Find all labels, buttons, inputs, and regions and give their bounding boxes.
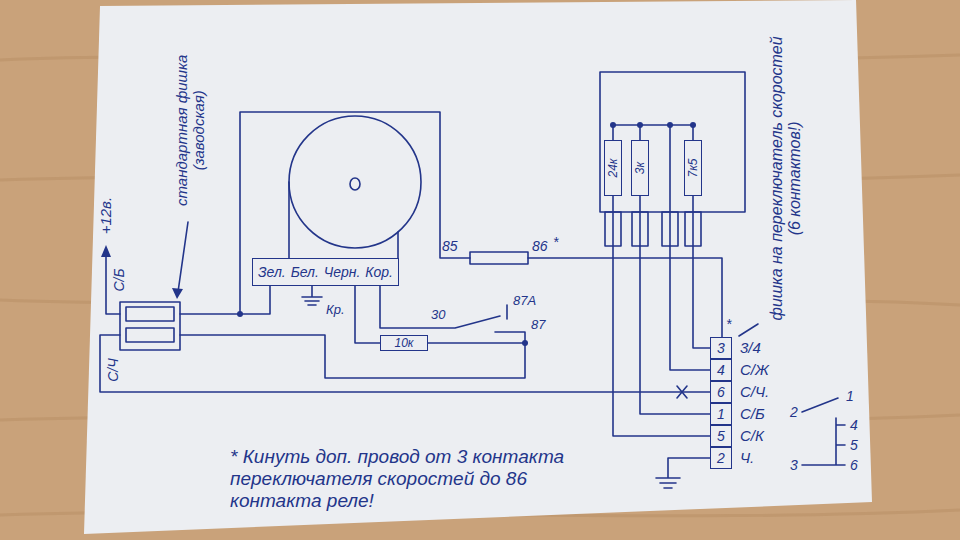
- pin-number: 87: [531, 318, 545, 333]
- junction-dot: [610, 122, 616, 128]
- switch-contact: 4: [850, 417, 858, 433]
- connector-pin: 1: [710, 403, 732, 425]
- ground-symbol: [302, 286, 322, 305]
- note-text: * Кинуть доп. провод от 3 контакта перек…: [230, 446, 610, 512]
- resistor-symbol: 3к: [631, 140, 649, 196]
- wire: [180, 332, 525, 378]
- pin-number: 30: [431, 308, 445, 323]
- leader-line: [178, 222, 188, 292]
- wire-connector: [613, 196, 710, 436]
- junction-dot: [237, 311, 243, 317]
- junction-dot: [522, 340, 528, 346]
- node-text: 1: [717, 406, 725, 422]
- wire-label: Ч.: [740, 449, 754, 466]
- switch-symbol: [802, 418, 845, 465]
- wire-label: С/Б: [111, 262, 127, 298]
- switch-symbol: [802, 398, 838, 412]
- relay-contact: [380, 286, 500, 328]
- wire: [240, 112, 470, 314]
- connector-note: фишка на переключатель скоростей (6 конт…: [768, 28, 805, 328]
- wire: [428, 342, 525, 344]
- junction-dot: [637, 122, 643, 128]
- connector-note: стандартная фишка (заводская): [173, 45, 208, 215]
- connector-pin: 4: [710, 359, 732, 381]
- node-text: 3к: [633, 162, 647, 174]
- resistor-symbol: 7к5: [684, 140, 702, 196]
- wire: [100, 335, 710, 392]
- switch-contact: 5: [850, 437, 858, 453]
- resistor-housing: [600, 72, 745, 212]
- node-text: Кор.: [365, 264, 393, 280]
- asterisk-mark: *: [553, 234, 558, 250]
- arrow-head: [172, 288, 183, 299]
- relay-coil: [470, 252, 528, 264]
- wire-label: С/Ч.: [740, 383, 769, 400]
- wire: [670, 125, 710, 370]
- wire-label: С/К: [740, 427, 764, 444]
- resistor-rail: [613, 125, 693, 140]
- wire-label: С/Ж: [740, 361, 769, 378]
- motor-symbol: [289, 116, 421, 248]
- node-text: Черн.: [324, 264, 361, 280]
- switch-contact: 6: [850, 457, 858, 473]
- connector-pin: 3: [710, 337, 732, 359]
- node-text: 24к: [606, 158, 620, 177]
- ground-symbol: [656, 458, 710, 488]
- plug-slot: [126, 328, 174, 342]
- resistor-symbol: 24к: [604, 140, 622, 196]
- wire-connector: [693, 196, 710, 348]
- connector-pin: 5: [710, 425, 732, 447]
- switch-contact: 1: [846, 388, 854, 404]
- node-text: 7к5: [686, 158, 700, 177]
- node-text: 10к: [394, 336, 413, 350]
- node-text: 3: [717, 340, 725, 356]
- junction-dot: [667, 122, 673, 128]
- junction-dot: [690, 122, 696, 128]
- motor-symbol: [350, 178, 360, 190]
- pin-number: 87А: [513, 294, 536, 309]
- node-text: 4: [717, 362, 725, 378]
- motor-connector: Зел. Бел. Черн.Кор.: [252, 258, 399, 286]
- node-text: Зел.: [258, 264, 286, 280]
- wire-label: Кр.: [326, 303, 345, 318]
- switch-contact: 3: [790, 457, 798, 473]
- pin-number: 85: [442, 238, 458, 254]
- connector-pin: 2: [710, 447, 732, 469]
- connector-pin: 6: [710, 381, 732, 403]
- arrow-head: [101, 245, 111, 257]
- wire-connector: [355, 286, 380, 343]
- cut-mark: [677, 386, 687, 398]
- plug-body: [120, 302, 180, 350]
- node-text: 6: [717, 384, 725, 400]
- plug-slot: [126, 307, 174, 321]
- wire-label: С/Ч: [105, 352, 121, 388]
- housing-pin: [662, 212, 678, 246]
- wire-label: С/Б: [740, 405, 765, 422]
- supply-label: +12в.: [97, 188, 114, 242]
- node-text: 2: [717, 450, 725, 466]
- node-text: 5: [717, 428, 725, 444]
- resistor-symbol: 10к: [380, 335, 428, 351]
- paper-sheet: [84, 0, 872, 534]
- leader-line: [739, 324, 758, 336]
- relay-contact: [506, 305, 508, 319]
- pin-number: 86: [532, 238, 548, 254]
- node-text: Бел.: [291, 264, 319, 280]
- wire-label: 3/4: [740, 339, 761, 356]
- asterisk-mark: *: [726, 316, 731, 332]
- motor-symbol: [289, 182, 398, 258]
- switch-contact: 2: [790, 404, 798, 420]
- wire: [180, 286, 270, 314]
- wire-connector: [640, 196, 710, 414]
